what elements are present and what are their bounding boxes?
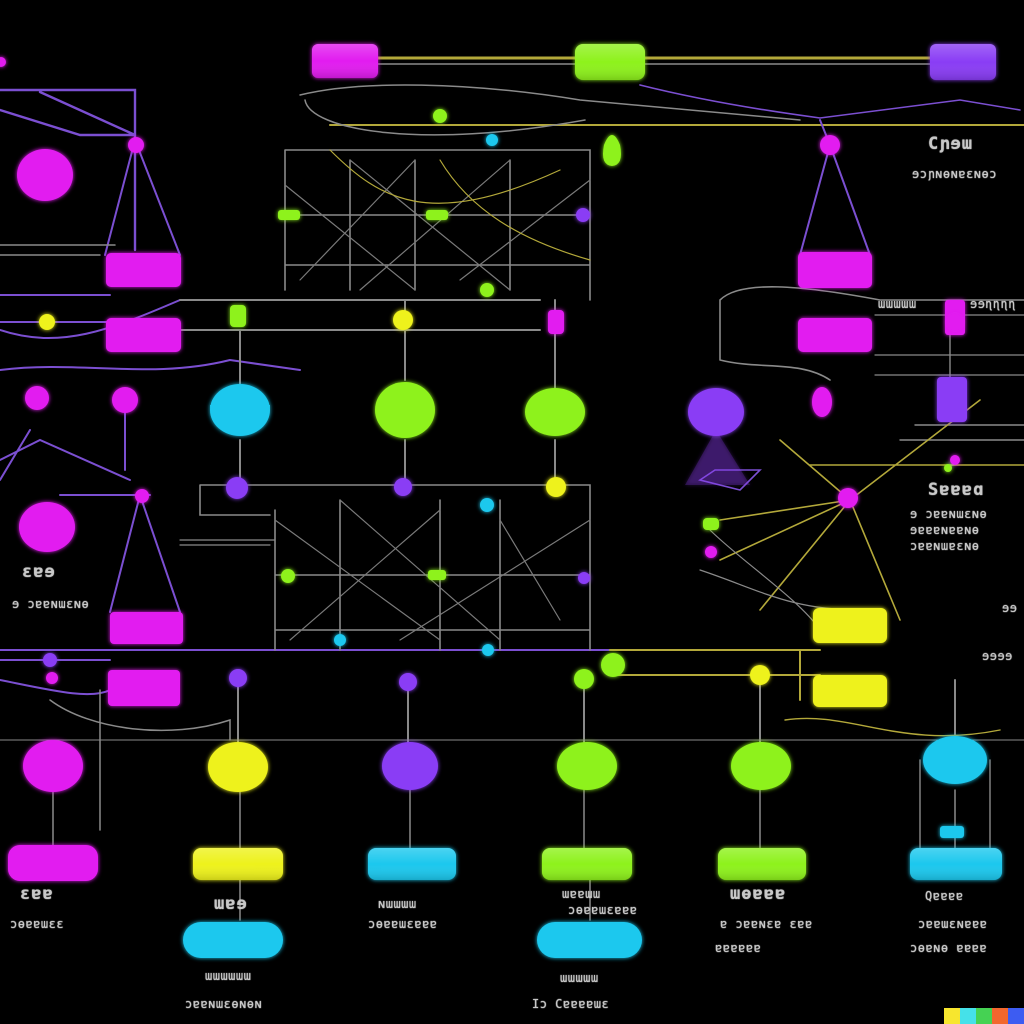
flask-purple-2 bbox=[382, 742, 438, 790]
watermark-swatch-5 bbox=[1008, 1008, 1024, 1024]
flask-green-1 bbox=[375, 382, 435, 438]
label-left-mid-title: ɛɐɘ bbox=[22, 562, 56, 582]
label-footer-1-title: ɯɯɯɯɯɯ bbox=[205, 969, 252, 983]
label-right-mid-2: ɘɐɐɐɴɐɐɴɵ bbox=[910, 523, 980, 537]
label-top-right-sub: ɘɔɲɴɵɴɐɛɴɵɔ bbox=[912, 167, 997, 181]
flask-left-bottom bbox=[23, 740, 83, 792]
watermark-swatch-3 bbox=[976, 1008, 992, 1024]
label-right-mid-title: Sɐɐɐɑ bbox=[928, 480, 985, 500]
label-right-mid-1: ɘ ɔɐɐɴɯɛɴɵ bbox=[910, 507, 988, 521]
flask-green-2 bbox=[525, 388, 585, 436]
label-footer-2-title: ɯɯɯɯɯ bbox=[560, 971, 599, 985]
tank-bottom-1 bbox=[8, 845, 98, 881]
label-right-panel-a: ɯɯɯɯɯ bbox=[878, 297, 917, 311]
tank-right-1 bbox=[798, 252, 872, 288]
flask-left-top bbox=[17, 149, 73, 201]
tank-footer-2 bbox=[537, 922, 642, 958]
label-bottom-3-sub: ɔɵɐɐɯɛɐɐɐ bbox=[368, 917, 438, 931]
label-bottom-2-title: ɯɐɘ bbox=[214, 894, 248, 914]
tank-highlights bbox=[193, 44, 1002, 880]
tank-left-4 bbox=[108, 670, 180, 706]
watermark-swatch-2 bbox=[960, 1008, 976, 1024]
tank-left-3 bbox=[110, 612, 183, 644]
flask-left-mid bbox=[19, 502, 75, 552]
label-bottom-1-title: ɛɐɐ bbox=[20, 884, 54, 904]
label-left-mid-sub: ɘ ɔɐɐɴɯɛɴɵ bbox=[12, 597, 90, 611]
tank-right-yellow-2 bbox=[813, 675, 887, 707]
flask-cyan-2 bbox=[923, 736, 987, 784]
label-bottom-3-title: ɴɯɯɯɯ bbox=[378, 897, 417, 911]
label-bottom-4-sub: ɔɵɐɐɯɛɐɐɐ bbox=[568, 903, 638, 917]
label-right-edge-b: ɘɘɘɘ bbox=[982, 649, 1013, 663]
flask-yellow bbox=[208, 742, 268, 792]
flask-green-4 bbox=[731, 742, 791, 790]
tank-right-2 bbox=[798, 318, 872, 352]
label-right-mid-3: ɔɐɐɴɯɐɛɴɵ bbox=[910, 539, 980, 553]
watermark-swatch-1 bbox=[944, 1008, 960, 1024]
label-top-right: Cɲɘɯ bbox=[928, 134, 973, 154]
flasks bbox=[17, 149, 987, 792]
tank-left-2 bbox=[106, 318, 181, 352]
label-bottom-5-sub: ɐ ɔɐɐɴɛɐ ɛɐɐ bbox=[720, 917, 813, 931]
pipe-network bbox=[0, 56, 1024, 921]
tank-right-purple bbox=[937, 377, 967, 422]
flask-purple bbox=[688, 388, 744, 436]
label-right-edge-a: ɘɘ bbox=[1002, 601, 1018, 615]
watermark-color-bar bbox=[944, 1008, 1024, 1024]
label-footer-1-sub: ɔɐɐɴɯɛɵɴɵɴ bbox=[185, 997, 263, 1011]
label-bottom-1-sub: ɔɵɐɐɯɛɛ bbox=[10, 917, 65, 931]
label-bottom-4-title: ɯɐɐɯɯ bbox=[562, 887, 601, 901]
label-bottom-6-sub: ɔɐɐɯɛɴɐɐɐ bbox=[918, 917, 988, 931]
tank-right-yellow-1 bbox=[813, 608, 887, 643]
label-footer-2-sub: Iɔ Cɐɐɐɐɯɛ bbox=[532, 997, 610, 1011]
tank-left-1 bbox=[106, 253, 181, 287]
tank-footer-1 bbox=[183, 922, 283, 958]
watermark-swatch-4 bbox=[992, 1008, 1008, 1024]
label-right-panel-b: ɘɘɳɳɳɳ bbox=[970, 297, 1017, 311]
valve-nodes bbox=[0, 57, 964, 838]
label-bottom-7-title: ɐɐɐɐɐɐ bbox=[715, 941, 762, 955]
label-bottom-5-title: ɯɵɐɐɐ bbox=[730, 884, 787, 904]
flask-green-3 bbox=[557, 742, 617, 790]
label-bottom-7-sub: ɔɵɐɴɵ ɐɐɐɐ bbox=[910, 941, 988, 955]
label-bottom-6-title: Qɐɐɐɐ bbox=[925, 889, 964, 903]
